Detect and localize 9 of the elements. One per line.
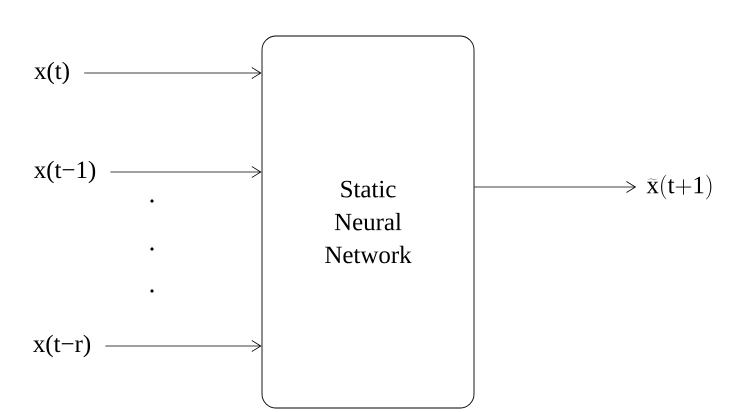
signal-label: x(t−r) bbox=[33, 334, 90, 358]
arrow bbox=[104, 340, 262, 352]
arrow bbox=[110, 166, 262, 178]
signal-label: $\widetilde{\mathrm{x}}\mathrm{(t{+}1)}$ bbox=[646, 174, 712, 200]
signal-label: x(t−1) bbox=[34, 160, 96, 184]
arrow bbox=[474, 181, 636, 193]
arrow bbox=[84, 67, 262, 79]
signal-label: x(t) bbox=[34, 62, 69, 84]
network-box: Static Neural Network bbox=[262, 36, 474, 408]
